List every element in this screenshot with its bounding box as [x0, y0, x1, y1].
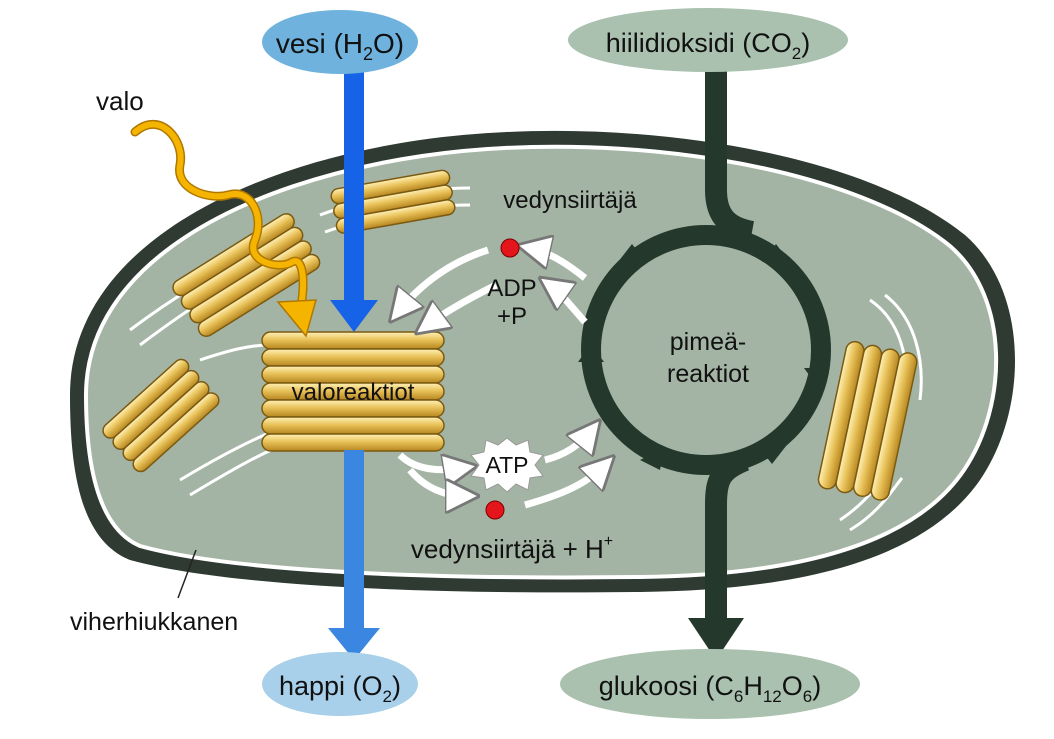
glucose-oval — [560, 649, 860, 719]
atp-label: ATP — [485, 452, 528, 478]
oxygen-arrow — [328, 450, 380, 660]
hydrogen-carrier-dot-bottom — [485, 500, 505, 520]
carbon-path — [578, 60, 831, 660]
water-label: vesi (H2O) — [276, 28, 404, 64]
thylakoid-stack-center — [261, 331, 445, 452]
hydrogen-carrier-bottom-label: vedynsiirtäjä + H+ — [411, 533, 613, 564]
water-arrow — [330, 66, 378, 332]
energy-flow-arrows — [398, 248, 605, 505]
oxygen-oval — [262, 652, 418, 716]
light-wave-arrow — [130, 120, 318, 338]
co2-label: hiilidioksidi (CO2) — [606, 28, 811, 63]
light-reactions-label: valoreaktiot — [292, 379, 415, 406]
dark-reactions-label-1: pimeä- — [670, 328, 746, 356]
hydrogen-carrier-dot-top — [500, 238, 520, 258]
dark-reactions-label-2: reaktiot — [667, 360, 749, 388]
atp-burst — [470, 437, 544, 493]
light-label: valo — [96, 86, 144, 116]
chloroplast-pointer — [177, 549, 197, 599]
co2-oval — [568, 8, 848, 72]
oxygen-label: happi (O2) — [279, 671, 401, 706]
glucose-label: glukoosi (C6H12O6) — [599, 671, 821, 706]
adp-label: ADP — [487, 275, 536, 302]
chloroplast-label: viherhiukkanen — [70, 608, 238, 636]
water-oval — [262, 10, 418, 74]
thylakoid-stack-right — [817, 340, 918, 501]
thylakoid-stack-left — [102, 358, 220, 473]
hydrogen-carrier-top-label: vedynsiirtäjä — [503, 187, 637, 214]
plus-p-label: +P — [497, 303, 527, 330]
